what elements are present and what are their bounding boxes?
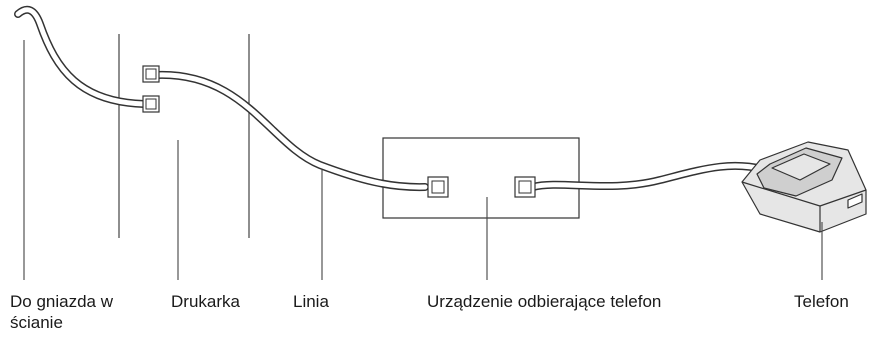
line-label: Linia — [293, 292, 329, 311]
printer-phone-port — [142, 95, 160, 113]
answering-device-box — [382, 137, 580, 219]
answering-device-out-port — [514, 176, 536, 198]
phone-cable — [529, 161, 770, 191]
telephone-icon — [741, 141, 867, 233]
wall-jack-label-line1: Do gniazda w — [10, 292, 114, 311]
wall-jack-label: Do gniazda w ścianie — [10, 291, 113, 333]
printer-outline — [118, 34, 250, 238]
answering-device-label: Urządzenie odbierające telefon — [427, 292, 662, 311]
wall-cable — [14, 5, 148, 108]
leader-lines — [23, 40, 823, 280]
wall-jack-label-line2: ścianie — [10, 313, 63, 332]
printer-line-port — [142, 65, 160, 83]
answering-device-in-port — [427, 176, 449, 198]
printer-label: Drukarka — [171, 292, 240, 311]
telephone-label: Telefon — [794, 292, 849, 311]
line-cable — [153, 70, 429, 192]
